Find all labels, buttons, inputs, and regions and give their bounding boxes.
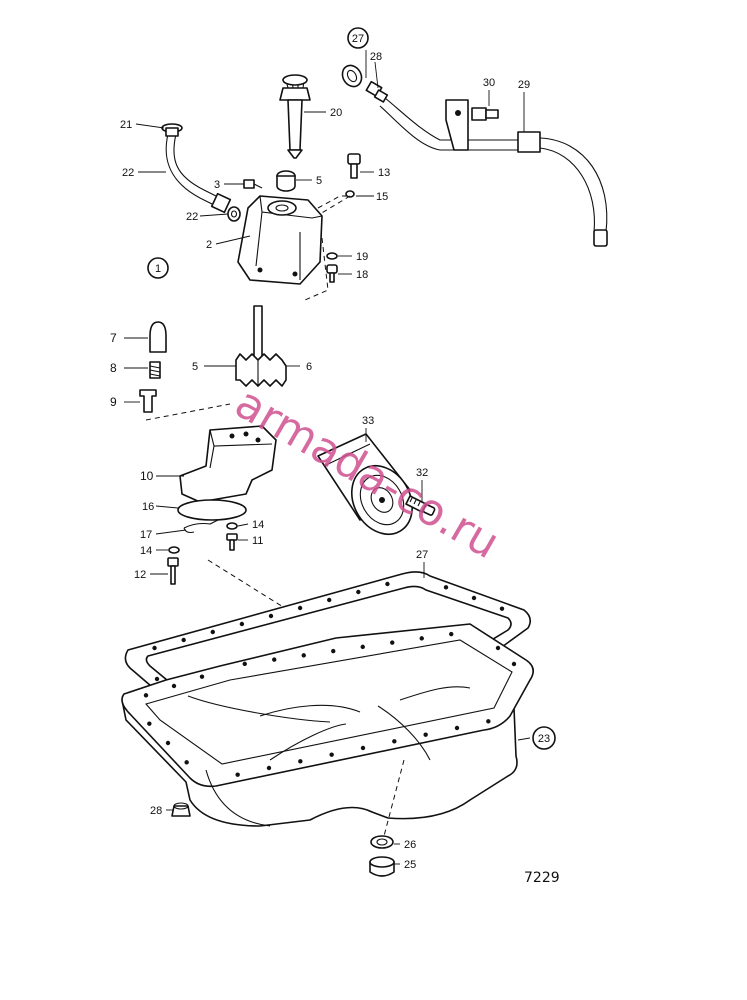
bolt-hole <box>360 644 365 650</box>
bolt-hole <box>171 683 177 689</box>
bolt-hole <box>385 581 390 587</box>
watermark: armada-co.ru <box>227 377 508 569</box>
callout-30: 29 <box>518 79 530 91</box>
callout-2: 2 <box>206 239 212 251</box>
bolt-hole <box>511 661 517 667</box>
callout-31: 30 <box>483 77 495 89</box>
bolt-hole <box>301 653 306 658</box>
drive-gear-shaft <box>279 74 311 159</box>
bolt-hole <box>471 595 477 601</box>
pump-gears <box>235 305 287 387</box>
callout-9: 9 <box>110 395 117 409</box>
callout-17: 17 <box>140 529 152 541</box>
callout-7: 7 <box>110 331 117 345</box>
bolt-hole <box>329 752 334 757</box>
bolt-hole <box>143 693 149 698</box>
callout-33: 33 <box>362 415 374 427</box>
bolt-hole <box>268 613 274 619</box>
bolt-hole <box>392 739 397 744</box>
bolt-hole <box>181 637 186 643</box>
bolt-hole <box>360 745 366 751</box>
bolt-hole <box>331 648 336 654</box>
bolt-hole <box>443 585 449 590</box>
callout-16: 16 <box>142 501 154 513</box>
callout-10: 10 <box>140 469 154 483</box>
callout-circle-1 <box>147 257 169 279</box>
bolt-hole <box>147 721 152 726</box>
callout-6: 6 <box>306 361 312 373</box>
bolt-hole <box>423 732 428 737</box>
callout-25: 26 <box>404 839 416 851</box>
callout-14a: 14 <box>252 519 264 531</box>
bolt-hole <box>298 759 303 764</box>
figure-number: 7229 <box>524 870 560 886</box>
bolt-hole <box>165 740 171 746</box>
bolt-hole <box>184 760 189 765</box>
bolt-hole <box>239 621 245 627</box>
callout-22b: 22 <box>186 211 198 223</box>
callout-24: 25 <box>404 859 416 871</box>
bolt-hole <box>297 605 303 611</box>
bolt-hole <box>154 676 160 682</box>
callout-12: 12 <box>134 569 146 581</box>
callout-15: 15 <box>376 191 388 203</box>
callout-13: 13 <box>378 167 390 179</box>
oil-filter <box>317 433 436 535</box>
callout-4: 5 <box>316 175 322 187</box>
relief-valve <box>139 321 231 421</box>
bolt-hole <box>266 765 272 771</box>
bolt-hole <box>356 589 361 595</box>
callout-8: 8 <box>110 361 117 375</box>
pump-housing <box>237 195 350 301</box>
bolt-hole <box>327 597 332 603</box>
bolt-hole <box>242 661 247 667</box>
dipstick-assembly <box>341 64 608 247</box>
callout-21: 22 <box>122 167 134 179</box>
callout-20: 20 <box>330 107 342 119</box>
callout-3: 3 <box>214 179 220 191</box>
bolt-hole <box>419 636 424 641</box>
leader-lines <box>124 50 531 865</box>
bolt-hole <box>152 645 157 651</box>
callout-labels: 27 28 30 29 21 20 22 3 5 13 15 22 2 19 1… <box>110 27 556 871</box>
bolt-hole <box>499 606 505 611</box>
sleeve-part <box>276 170 296 192</box>
bolt-hole <box>272 657 277 662</box>
oil-pipe <box>161 123 241 222</box>
bolt-hole <box>449 631 454 637</box>
callout-18: 18 <box>356 269 368 281</box>
bolt-hole <box>486 719 491 724</box>
bolt-hole <box>390 640 395 645</box>
callout-26: 27 <box>416 549 428 561</box>
callout-27: 28 <box>150 805 162 817</box>
callout-22a: 21 <box>120 119 132 131</box>
bolt-hole <box>235 772 240 777</box>
callout-11: 11 <box>252 535 263 547</box>
callout-32: 32 <box>416 467 428 479</box>
callout-circle-28 <box>347 27 369 49</box>
oil-pan <box>121 623 534 877</box>
callout-19: 19 <box>356 251 368 263</box>
callout-14b: 14 <box>140 545 152 557</box>
callout-23: 23 <box>538 733 550 745</box>
callout-circle-23 <box>532 726 556 750</box>
bolt-hole <box>454 725 460 731</box>
callout-5: 5 <box>192 361 198 373</box>
bolt-hole <box>210 629 215 635</box>
bolt-hole <box>199 674 205 679</box>
callout-1: 1 <box>155 263 161 275</box>
bolt-hole <box>495 645 501 651</box>
small-fasteners <box>243 153 361 283</box>
pickup-body <box>167 425 401 681</box>
callout-28: 27 <box>352 33 364 45</box>
callout-29: 28 <box>370 51 382 63</box>
